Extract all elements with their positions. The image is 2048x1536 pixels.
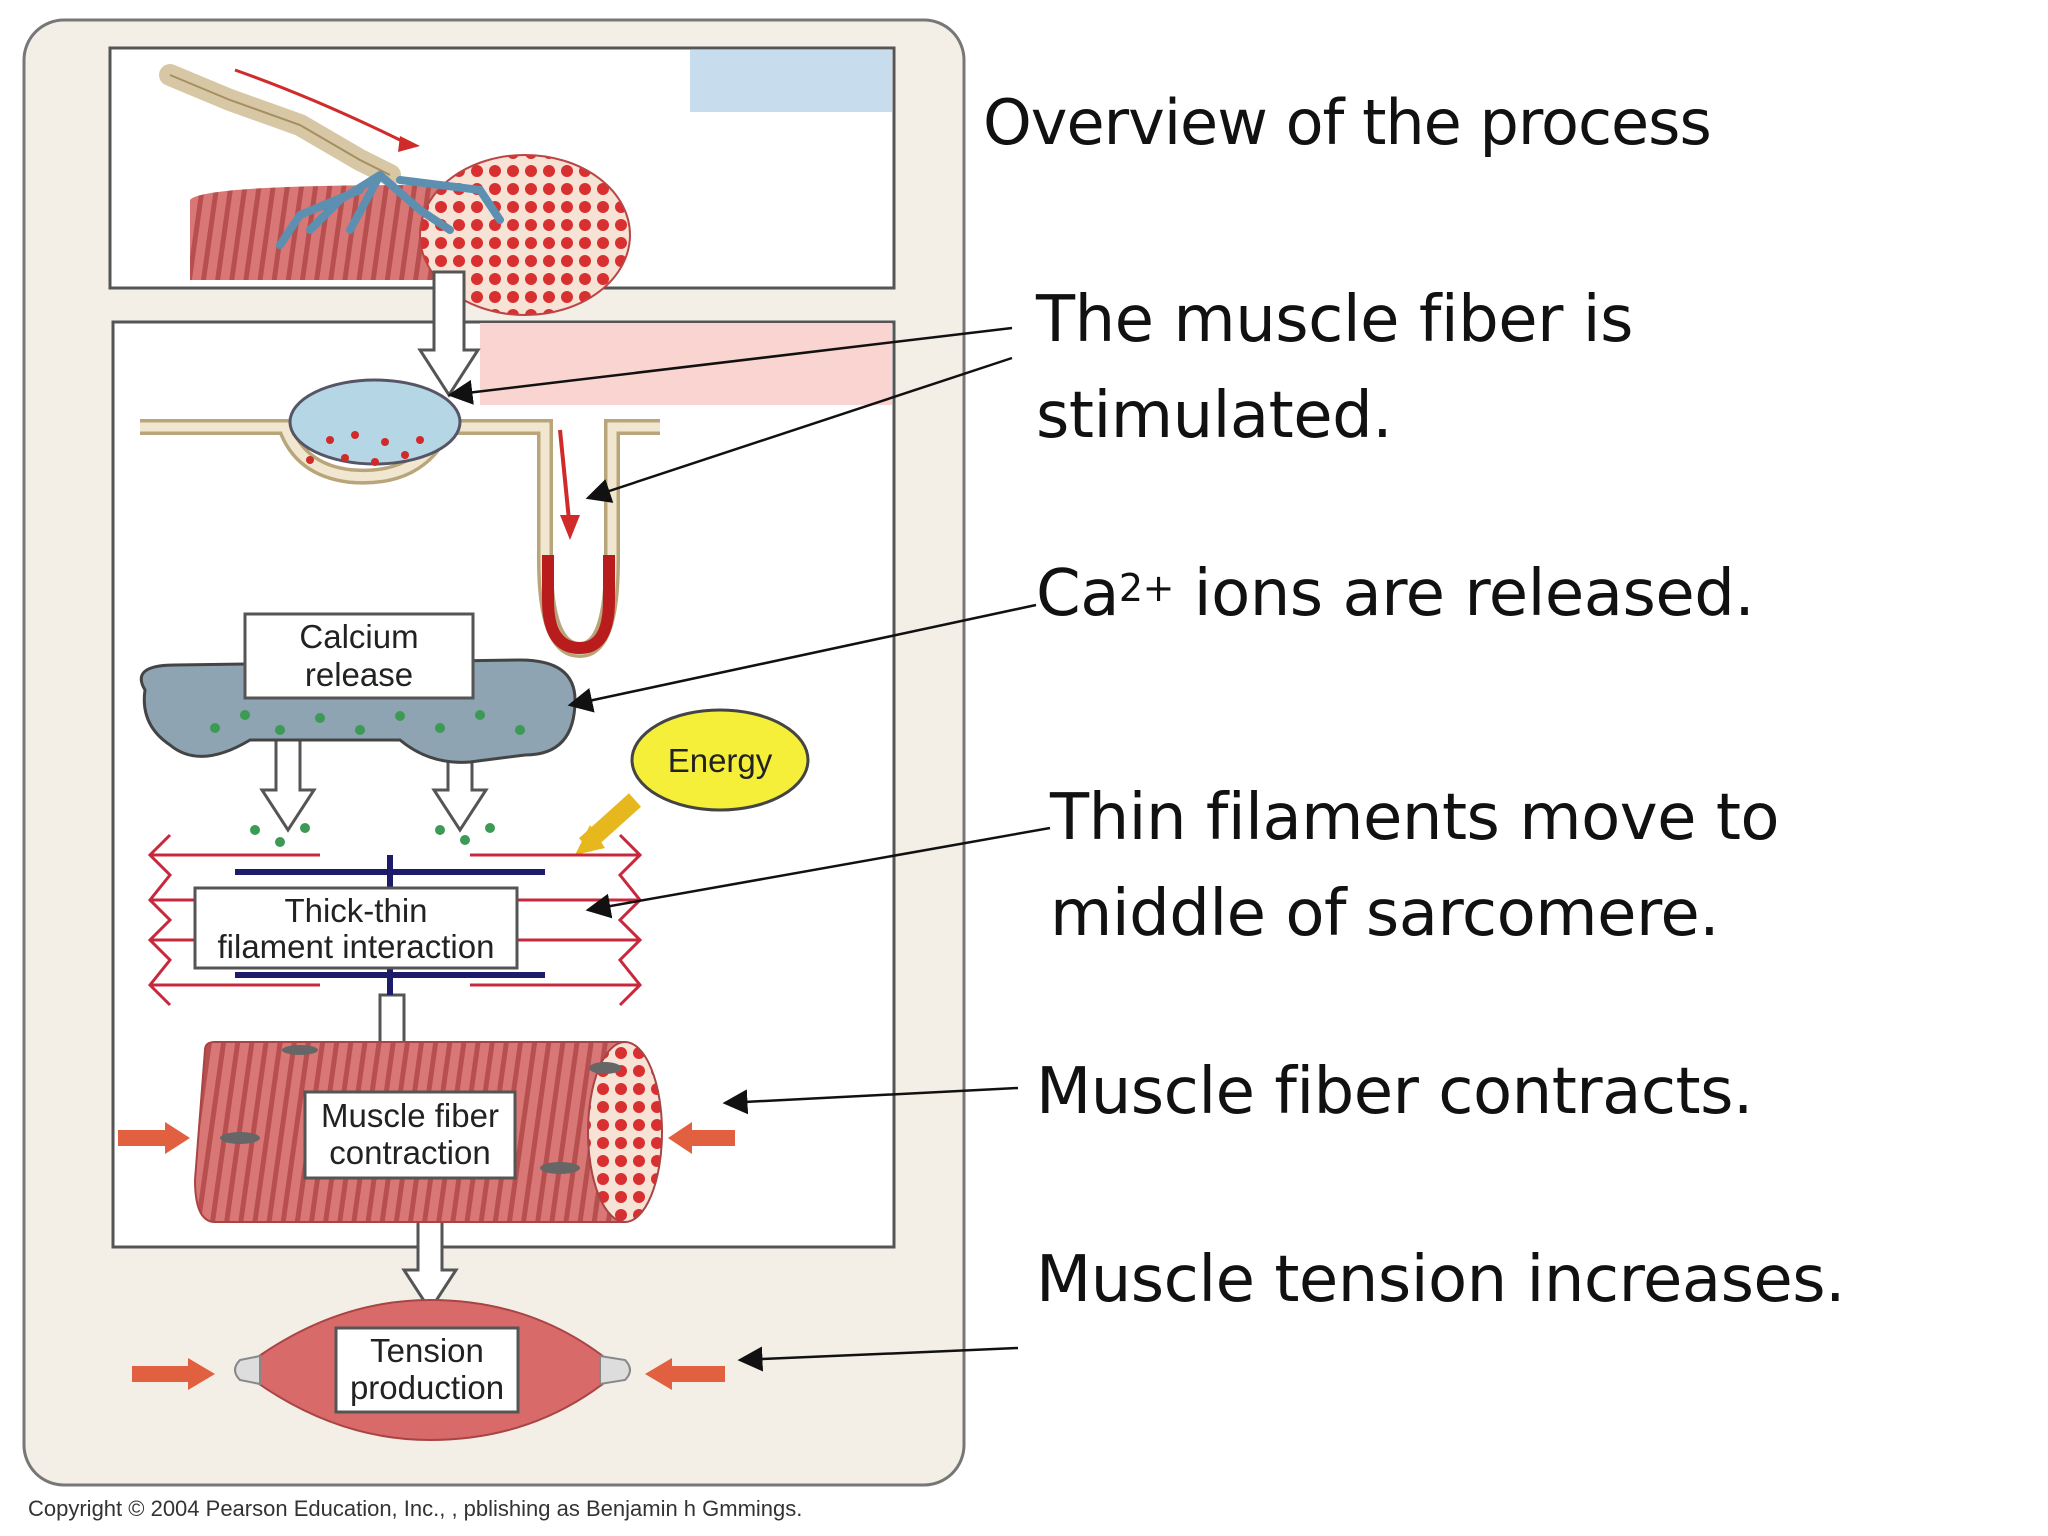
step-thin-filaments-line1: Thin filaments move to <box>1050 781 1780 855</box>
tension-production-label-line2: production <box>350 1369 504 1406</box>
step-stimulated-line2: stimulated. <box>1036 379 1393 453</box>
pointer-stimulated-1 <box>447 326 1013 405</box>
filament-interaction-box <box>193 886 519 970</box>
step-calcium: Ca2+ ions are released. <box>1036 546 1755 642</box>
step-tension-line1: Muscle tension increases. <box>1036 1243 1845 1317</box>
pointer-contracts <box>722 1086 1019 1115</box>
tension-production-box <box>334 1326 520 1414</box>
step-stimulated-line1: The muscle fiber is <box>1036 283 1633 357</box>
filament-interaction-label-line2: filament interaction <box>218 928 495 965</box>
energy-label: Energy <box>668 742 773 779</box>
step-stimulated: The muscle fiber is stimulated. <box>1036 272 1633 464</box>
fiber-contraction-label-line2: contraction <box>329 1134 490 1171</box>
step-tension: Muscle tension increases. <box>1036 1232 1845 1328</box>
copyright-notice: Copyright © 2004 Pearson Education, Inc.… <box>28 1496 803 1521</box>
step-thin-filaments: Thin filaments move to middle of sarcome… <box>1050 770 1780 962</box>
pointer-stimulated-2 <box>585 356 1013 503</box>
pointer-calcium <box>567 603 1037 713</box>
fiber-contraction-box <box>303 1090 517 1180</box>
flow-arrow-2 <box>259 738 317 833</box>
tension-production-label-line1: Tension <box>370 1332 484 1369</box>
step-contracts-line1: Muscle fiber contracts. <box>1036 1055 1753 1129</box>
energy-bubble: Energy <box>575 708 810 855</box>
step-thin-filaments-line2: middle of sarcomere. <box>1050 877 1720 951</box>
calcium-release-label-line2: release <box>305 656 413 693</box>
nerve-stimulus-inset <box>108 46 896 316</box>
calcium-release-label-line1: Calcium <box>299 618 418 655</box>
fiber-contraction-label-line1: Muscle fiber <box>321 1097 499 1134</box>
calcium-symbol: Ca <box>1036 557 1119 631</box>
calcium-rest: ions are released. <box>1173 557 1755 631</box>
calcium-release-box <box>243 612 475 700</box>
sarcolemma <box>140 378 660 659</box>
pointer-tension <box>737 1346 1019 1372</box>
calcium-charge: 2+ <box>1118 566 1175 610</box>
slide-title: Overview of the process <box>983 86 1712 159</box>
filament-interaction-label-line1: Thick-thin <box>284 892 427 929</box>
flow-arrow-1 <box>417 270 481 398</box>
sarcomere <box>147 833 643 1007</box>
step-calcium-line: Ca2+ ions are released. <box>1036 546 1755 642</box>
step-contracts: Muscle fiber contracts. <box>1036 1044 1753 1140</box>
pointer-thin-filaments <box>585 826 1051 919</box>
